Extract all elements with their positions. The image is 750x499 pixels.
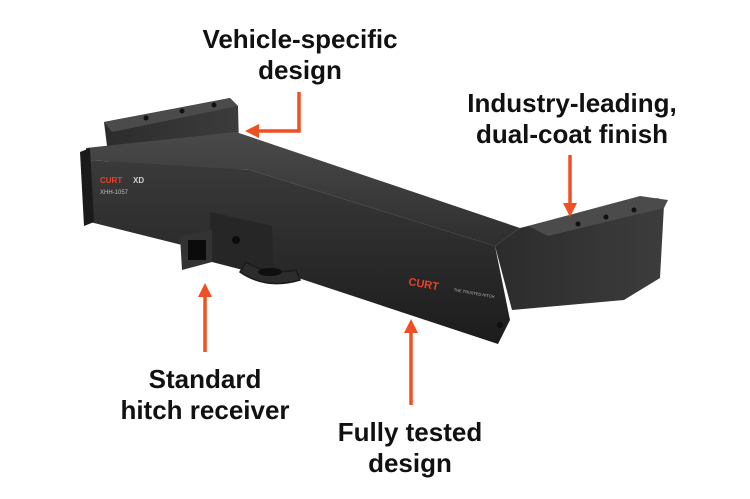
arrow-vehicle-specific (245, 92, 301, 138)
cross-tube-front (86, 160, 510, 344)
callout-line: Fully tested (337, 417, 483, 447)
part-number: XHH-1057 (100, 190, 129, 196)
pin-hole (232, 236, 240, 244)
brand-badge: XD (133, 176, 144, 185)
callout-arrows (198, 92, 577, 405)
callout-fully-tested-design: Fully tested design (330, 417, 490, 479)
callout-line: design (258, 55, 342, 85)
brand-logo-large: CURT (407, 276, 439, 293)
callout-line: Industry-leading, (467, 88, 677, 118)
left-bracket-flange (104, 98, 238, 132)
receiver-tube-side (210, 212, 274, 278)
callout-line: design (368, 448, 452, 478)
callout-line: hitch receiver (120, 395, 290, 425)
callout-standard-hitch-receiver: Standard hitch receiver (100, 364, 310, 426)
trailer-hitch: CURT XD XHH-1057 CURT THE TRUSTED HITCH (80, 98, 668, 344)
curt-label-left: CURT XD XHH-1057 (100, 176, 144, 196)
callout-line: Vehicle-specific (202, 24, 398, 54)
callout-industry-leading-finish: Industry-leading, dual-coat finish (452, 88, 692, 150)
cross-tube-top (86, 132, 520, 246)
brand-logo-small: CURT (100, 176, 122, 185)
right-bracket-flange (528, 196, 668, 236)
callout-vehicle-specific-design: Vehicle-specific design (190, 24, 410, 86)
callout-line: Standard (148, 364, 262, 394)
receiver-opening (188, 240, 206, 260)
callout-line: dual-coat finish (475, 119, 669, 149)
tube-end-cap (80, 148, 94, 226)
